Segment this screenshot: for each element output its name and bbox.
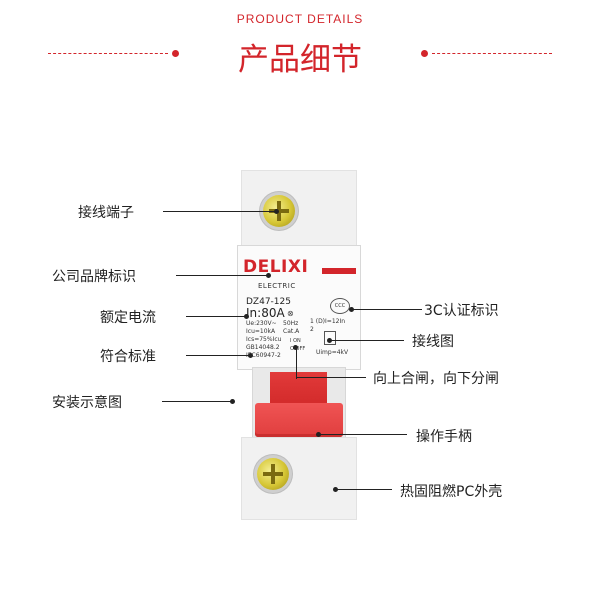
callout-terminal-dot: [274, 209, 279, 214]
callout-handle-dot: [316, 432, 321, 437]
callout-standards: 符合标准: [100, 349, 156, 365]
callout-rated-current-dot: [244, 314, 249, 319]
callout-housing-line: [336, 489, 392, 490]
header-right-dot: [421, 50, 428, 57]
header-left-dot: [172, 50, 179, 57]
header-right-divider: [432, 53, 552, 54]
switch-on-label: I ON: [290, 338, 301, 344]
rated-current-value: In:80A: [246, 306, 285, 320]
ccc-mark-icon: CCC: [330, 298, 350, 314]
callout-onoff-dot: [293, 345, 298, 350]
model-number: DZ47-125: [246, 297, 291, 307]
callout-terminal: 接线端子: [78, 205, 134, 221]
wiring-text: 1 (D)I=12In 2: [310, 318, 345, 334]
spec-line: IEC60947-2: [246, 352, 281, 359]
callout-installation-dot: [230, 399, 235, 404]
wiring-line: 1 (D)I=12In: [310, 318, 346, 325]
callout-wiring-dot: [327, 338, 332, 343]
spec-line: 50Hz: [283, 320, 299, 327]
callout-wiring-line: [330, 340, 404, 341]
callout-onoff-vline-upper: [296, 347, 297, 377]
callout-ccc-cert: 3C认证标识: [424, 303, 499, 319]
brand-logo: DELIXI: [243, 257, 309, 277]
callout-housing-dot: [333, 487, 338, 492]
callout-terminal-line: [163, 211, 276, 212]
callout-handle: 操作手柄: [416, 429, 472, 445]
x-mark-icon: ⊗: [287, 309, 294, 318]
callout-rated-current-line: [186, 316, 246, 317]
wiring-number: 2: [310, 326, 314, 333]
header-subtitle: PRODUCT DETAILS: [236, 12, 364, 26]
callout-rated-current: 额定电流: [100, 310, 156, 326]
callout-onoff-line: [296, 377, 366, 378]
callout-standards-line: [186, 355, 250, 356]
switch-state-labels: I ON O OFF: [290, 337, 305, 353]
callout-ccc-line: [352, 309, 422, 310]
uimp-value: Uimp=4kV: [316, 349, 349, 356]
header-left-divider: [48, 53, 168, 54]
spec-line: Cat.A: [283, 328, 300, 335]
callout-handle-line: [319, 434, 407, 435]
spec-line: Ue:230V~: [246, 320, 277, 327]
callout-standards-dot: [248, 353, 253, 358]
wiring-diagram-icon: [324, 331, 336, 345]
bottom-terminal-screw-icon: [257, 458, 289, 490]
brand-subtitle: ELECTRIC: [258, 282, 296, 290]
callout-installation: 安装示意图: [52, 395, 122, 411]
switch-off-label: O OFF: [290, 346, 306, 352]
callout-ccc-dot: [349, 307, 354, 312]
callout-on-off: 向上合闸，向下分闸: [373, 371, 499, 387]
operating-handle-grip: [255, 403, 343, 437]
brand-bar: [322, 268, 356, 274]
callout-brand-logo: 公司品牌标识: [52, 269, 136, 285]
callout-installation-line: [162, 401, 232, 402]
spec-line: GB14048.2: [246, 344, 280, 351]
spec-line: Icu=10kA: [246, 328, 276, 335]
spec-list-right: 50Hz Cat.A: [283, 320, 299, 336]
top-terminal-cap: [241, 170, 357, 250]
spec-line: Ics=75%Icu: [246, 336, 282, 343]
callout-housing: 热固阻燃PC外壳: [400, 484, 503, 500]
callout-brand-logo-dot: [266, 273, 271, 278]
page-title: 产品细节: [238, 42, 362, 78]
callout-wiring-diagram: 接线图: [412, 334, 454, 350]
callout-brand-logo-line: [176, 275, 268, 276]
spec-list-left: Ue:230V~ Icu=10kA Ics=75%Icu GB14048.2 I…: [246, 320, 281, 360]
